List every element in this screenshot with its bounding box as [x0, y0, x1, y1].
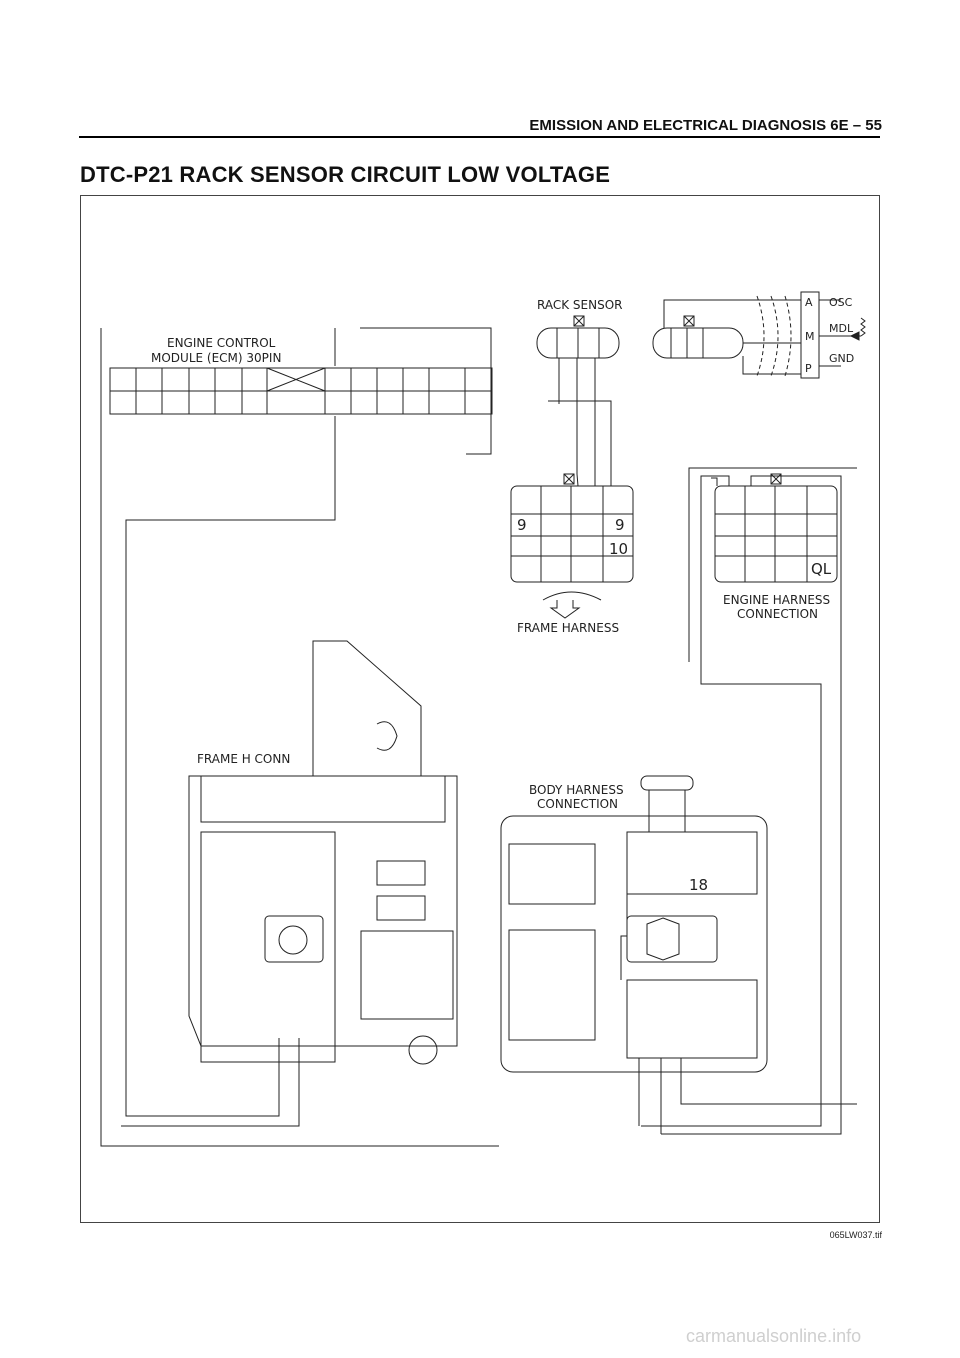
- pin-a: A: [805, 296, 813, 309]
- wire-ecm-c: [125, 416, 336, 1117]
- watermark: carmanualsonline.info: [686, 1326, 862, 1346]
- wire-body-3: [680, 1058, 857, 1105]
- wire-eng-3: [661, 475, 842, 1135]
- wire-eng-4: [711, 477, 718, 486]
- frame-harness-label: FRAME HARNESS: [517, 621, 619, 635]
- num-18: 18: [689, 876, 708, 894]
- wiring-diagram-frame: ENGINE CONTROL MODULE (ECM) 30PIN RACK S…: [80, 195, 880, 1223]
- wiring-diagram: ENGINE CONTROL MODULE (ECM) 30PIN RACK S…: [100, 291, 866, 1147]
- rack-sensor-label: RACK SENSOR: [537, 298, 623, 312]
- figure-id: 065LW037.tif: [829, 1230, 882, 1240]
- num-ql: QL: [811, 560, 832, 578]
- rack-actuator-connector: [652, 291, 866, 379]
- rack-sensor-connector: [536, 315, 620, 359]
- ecm-label-line1: ENGINE CONTROL: [167, 336, 276, 350]
- page-title: DTC-P21 RACK SENSOR CIRCUIT LOW VOLTAGE: [80, 162, 611, 187]
- mdl-label: MDL: [829, 322, 854, 335]
- body-harness-label-line1: BODY HARNESS: [529, 783, 624, 797]
- osc-label: OSC: [829, 296, 853, 309]
- ecm-connector: [109, 367, 493, 415]
- body-harness-connector: [500, 775, 768, 1073]
- gnd-label: GND: [829, 352, 854, 365]
- wire-ecm-d: [121, 1038, 300, 1127]
- frame-harness-connector: [510, 473, 634, 619]
- mdl-arrow-icon: [849, 331, 860, 341]
- num-9-left: 9: [517, 516, 527, 534]
- engine-harness-label-line1: ENGINE HARNESS: [723, 593, 830, 607]
- engine-harness-connector: [714, 473, 838, 583]
- running-head: EMISSION AND ELECTRICAL DIAGNOSIS 6E – 5…: [529, 117, 882, 134]
- wire-eng-1: [688, 467, 857, 662]
- num-10: 10: [609, 540, 628, 558]
- num-9-right: 9: [615, 516, 625, 534]
- frame-h-conn-label: FRAME H CONN: [197, 752, 290, 766]
- body-harness-label-line2: CONNECTION: [537, 797, 618, 811]
- pin-m: M: [805, 330, 815, 343]
- frame-h-conn: [188, 640, 458, 1065]
- page-header: EMISSION AND ELECTRICAL DIAGNOSIS 6E – 5…: [0, 0, 960, 187]
- header-rule: [79, 136, 880, 138]
- wire-ecm-b: [360, 327, 492, 455]
- wire-ecm-left: [100, 328, 499, 1147]
- wire-eng-2: [641, 475, 822, 1127]
- pin-p: P: [805, 362, 812, 375]
- wire-rack-4: [548, 400, 612, 486]
- wire-rack-2: [576, 358, 579, 487]
- ecm-label-line2: MODULE (ECM) 30PIN: [151, 351, 281, 365]
- engine-harness-label-line2: CONNECTION: [737, 607, 818, 621]
